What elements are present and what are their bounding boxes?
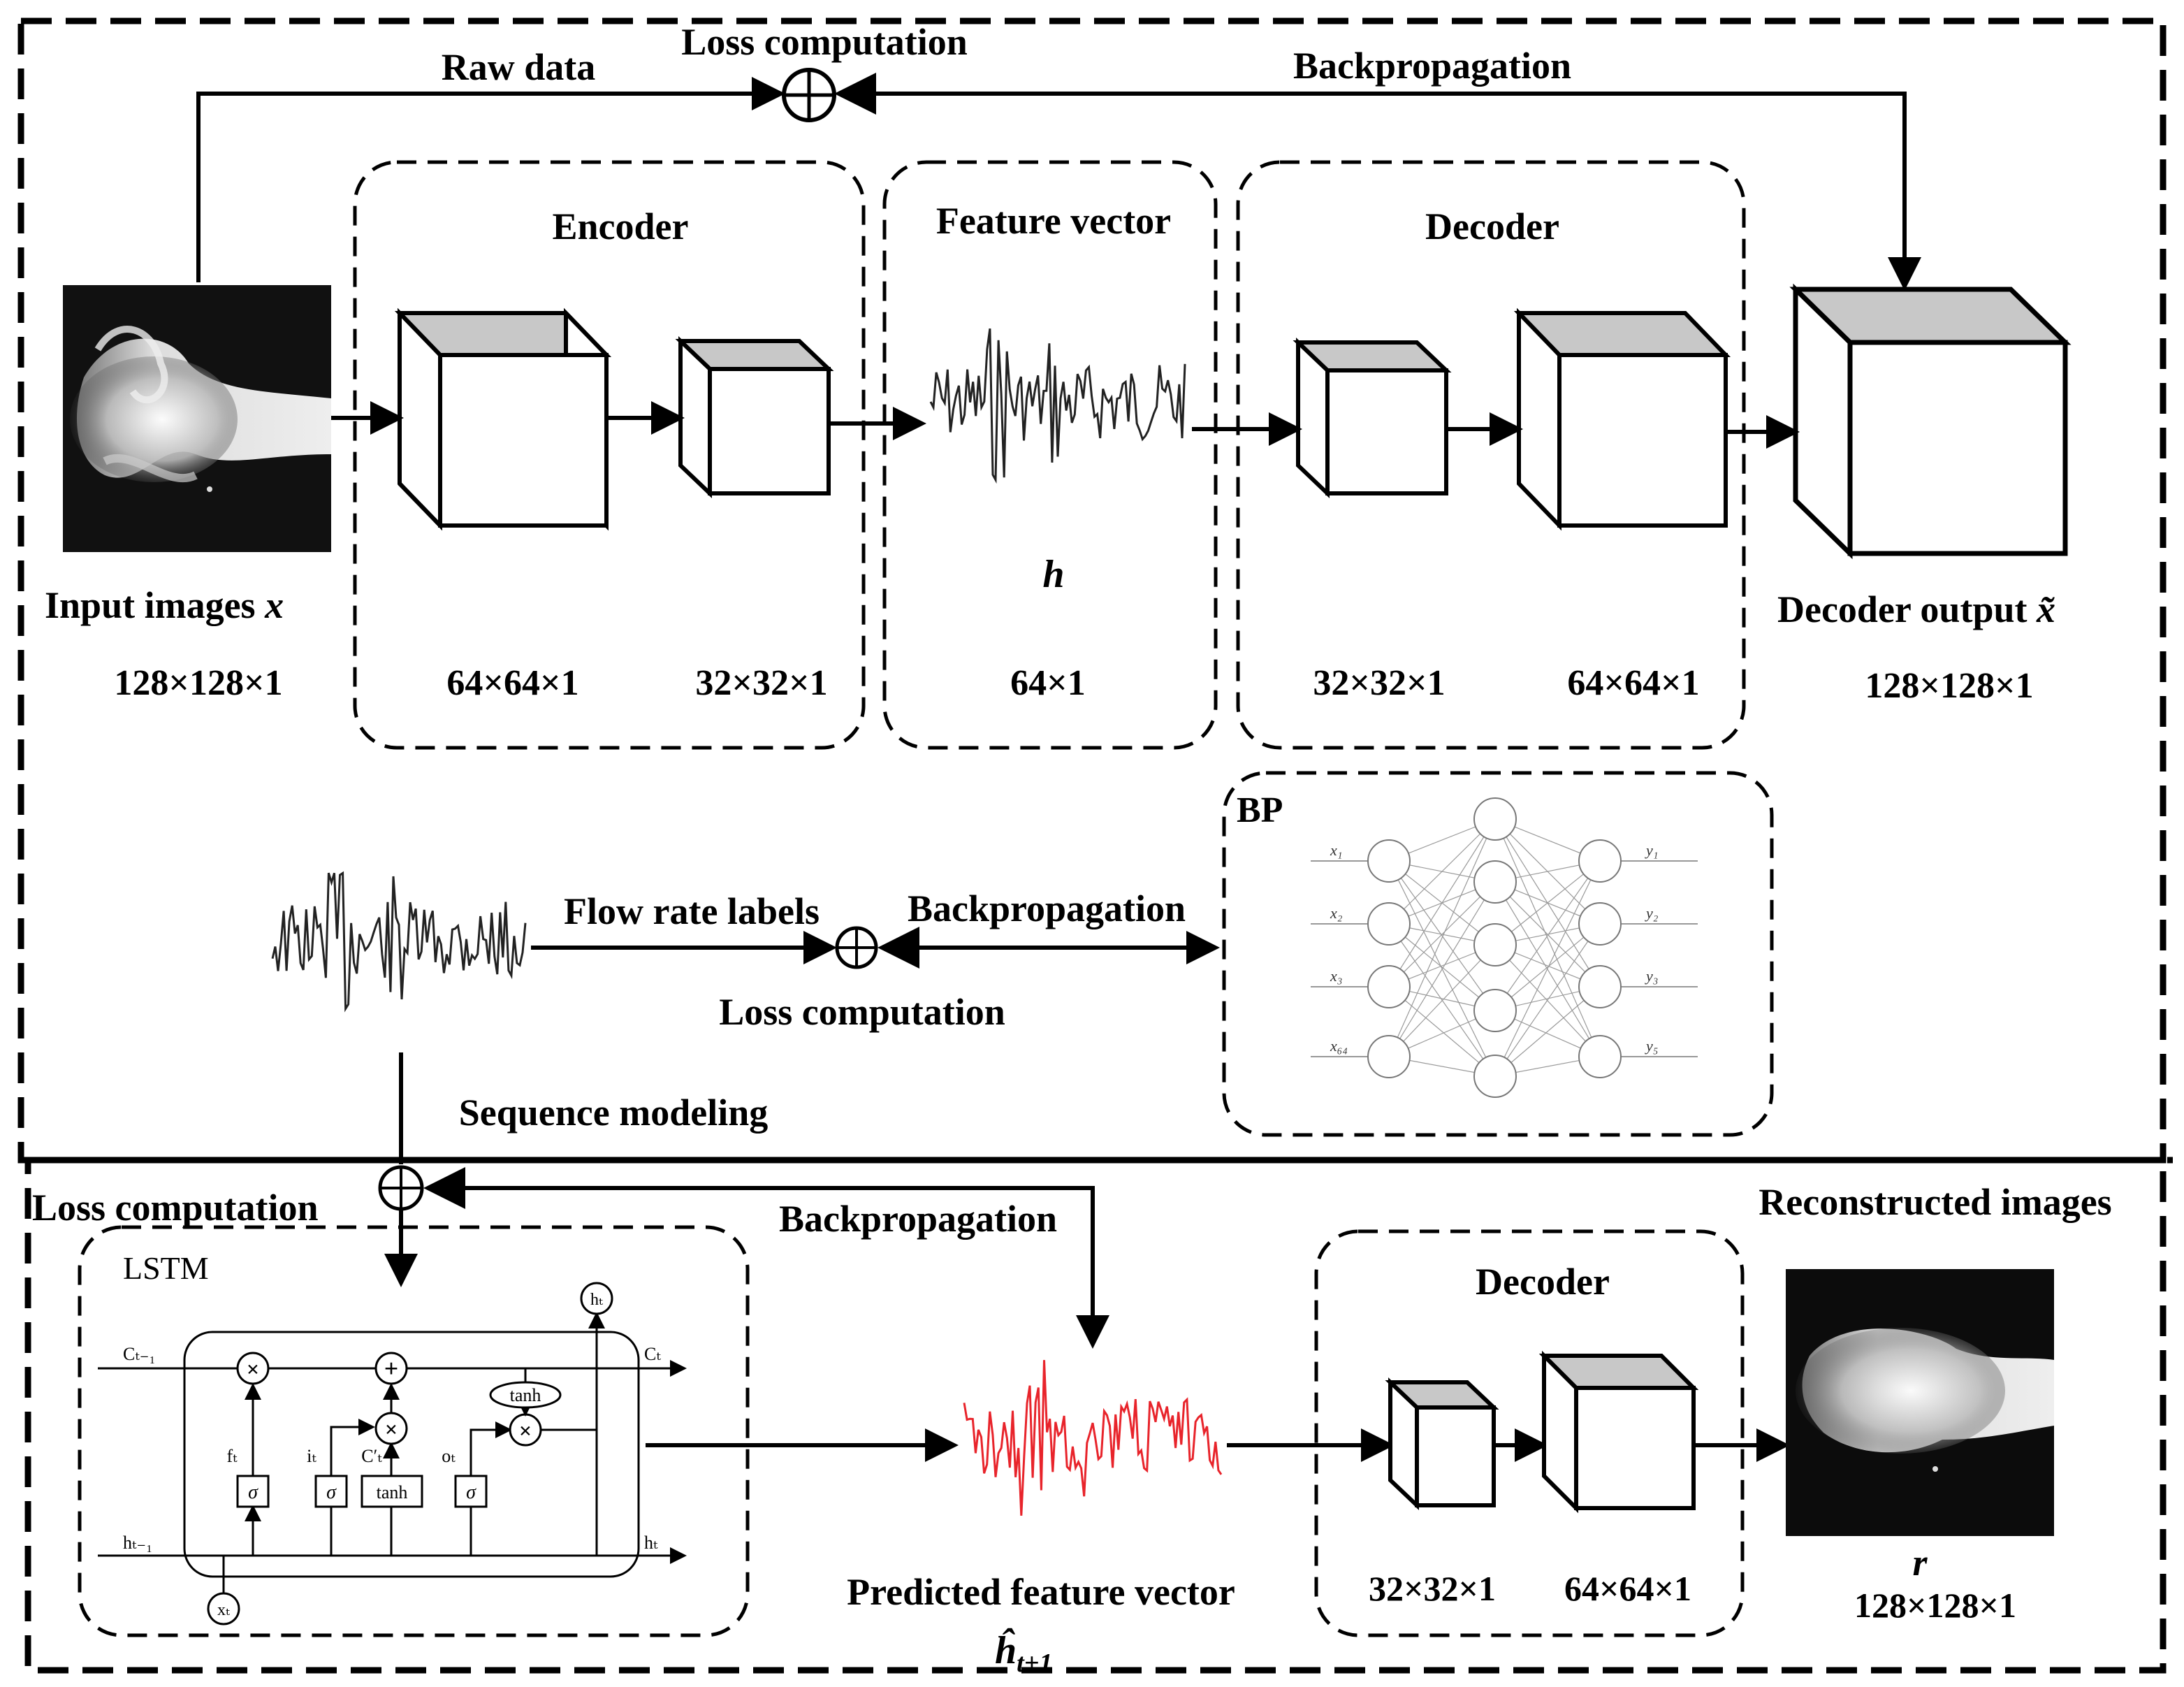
- bp-hidden-node: [1473, 1055, 1517, 1098]
- sequence-modeling-label: Sequence modeling: [459, 1092, 769, 1134]
- plus-cell: +: [384, 1354, 399, 1382]
- h-top-label: hₜ: [590, 1291, 603, 1309]
- lstm-cell: [98, 1282, 687, 1626]
- sigma-i: σ: [326, 1482, 337, 1503]
- bp-input-label: x₆₄: [1330, 1037, 1348, 1055]
- c-cand-label: C′ₜ: [361, 1446, 382, 1466]
- o-t-label: oₜ: [442, 1446, 456, 1466]
- backprop-bottom-label: Backpropagation: [779, 1198, 1057, 1240]
- bp-output-label: y₁: [1645, 841, 1658, 859]
- encoder-box: [353, 160, 866, 750]
- bp-network: x₁ x₂ x₃ x₆₄ y₁ y₂ y₃ y₅: [1311, 797, 1698, 1098]
- bp-input-label: x₁: [1330, 841, 1342, 859]
- bp-hidden-node: [1473, 989, 1517, 1032]
- encoder-dims-1: 64×64×1: [446, 663, 578, 703]
- reconstructed-images-label: Reconstructed images: [1759, 1181, 2111, 1223]
- reconstructed-image: [1786, 1269, 2054, 1536]
- encoder-label: Encoder: [553, 205, 689, 247]
- decoder-dims-2: 64×64×1: [1567, 663, 1699, 703]
- lstm-title: LSTM: [123, 1250, 209, 1286]
- decoder-top-label: Decoder: [1425, 205, 1559, 247]
- mult-input: ×: [385, 1417, 398, 1442]
- h-t-label: hₜ: [644, 1533, 658, 1553]
- bp-output-node: [1578, 839, 1622, 883]
- bp-input-node: [1367, 1035, 1411, 1078]
- encoder-cube-1: [394, 307, 612, 531]
- bottom-decoder-dims-1: 32×32×1: [1369, 1569, 1496, 1608]
- predicted-symbol: ĥt+1: [995, 1628, 1052, 1678]
- outer-top-frame: [17, 17, 2167, 1164]
- decoder-output-dims: 128×128×1: [1865, 666, 2033, 706]
- loss-computation-middle-label: Loss computation: [719, 991, 1005, 1033]
- bp-hidden-node: [1473, 923, 1517, 966]
- predicted-feature-vector-label: Predicted feature vector: [847, 1571, 1235, 1613]
- bp-output-node: [1578, 902, 1622, 946]
- input-dims: 128×128×1: [114, 663, 282, 703]
- input-image: [63, 285, 331, 552]
- feature-vector-box: [882, 160, 1218, 750]
- decoder-cube-2: [1513, 307, 1731, 531]
- bottom-decoder-cube-2: [1538, 1350, 1699, 1514]
- encoder-cube-2: [675, 336, 834, 498]
- flow-rate-labels-label: Flow rate labels: [564, 890, 820, 932]
- x-t-label: xₜ: [217, 1601, 230, 1619]
- decoder-box-bottom: [1314, 1229, 1745, 1637]
- mult-forget: ×: [247, 1356, 259, 1382]
- r-symbol: r: [1912, 1542, 1928, 1584]
- decoder-bottom-label: Decoder: [1476, 1261, 1610, 1303]
- raw-data-label: Raw data: [442, 46, 596, 88]
- c-t-label: Cₜ: [644, 1344, 661, 1364]
- bp-input-label: x₃: [1330, 967, 1342, 985]
- bp-output-node: [1578, 1035, 1622, 1078]
- decoder-cube-1: [1293, 338, 1452, 498]
- tanh-top: tanh: [510, 1385, 541, 1405]
- bp-hidden-node: [1473, 797, 1517, 841]
- feature-dims: 64×1: [1010, 663, 1086, 703]
- decoder-box-top: [1236, 160, 1746, 750]
- decoder-output-label: Decoder output x̃: [1777, 588, 2055, 630]
- loss-computation-top-label: Loss computation: [681, 21, 968, 63]
- bp-input-node: [1367, 965, 1411, 1008]
- encoder-dims-2: 32×32×1: [695, 663, 827, 703]
- bp-output-label: y₃: [1645, 967, 1658, 985]
- feature-vector-label: Feature vector: [936, 200, 1171, 242]
- outer-bottom-frame: [24, 1157, 2167, 1674]
- c-prev-label: Cₜ₋₁: [123, 1344, 156, 1364]
- bp-title: BP: [1237, 790, 1283, 830]
- decoder-output-cube: [1789, 283, 2072, 560]
- backprop-top-label: Backpropagation: [1293, 45, 1571, 87]
- h-prev-label: hₜ₋₁: [123, 1533, 152, 1553]
- decoder-dims-1: 32×32×1: [1313, 663, 1445, 703]
- sigma-o: σ: [466, 1482, 476, 1503]
- f-t-label: fₜ: [226, 1446, 238, 1466]
- raw-data-line: [196, 77, 785, 282]
- input-images-label: Input images x: [45, 584, 284, 626]
- bp-output-node: [1578, 965, 1622, 1008]
- bp-input-node: [1367, 902, 1411, 946]
- backprop-line-top: [834, 73, 1921, 291]
- feature-signal-top: [929, 328, 1186, 484]
- bp-hidden-node: [1473, 860, 1517, 904]
- sigma-f: σ: [248, 1482, 259, 1503]
- h-symbol: h: [1042, 553, 1064, 596]
- backprop-line-bottom: [423, 1167, 1109, 1349]
- predicted-feature-signal: [963, 1360, 1223, 1516]
- flow-rate-signal: [271, 871, 527, 1013]
- bottom-decoder-dims-2: 64×64×1: [1564, 1569, 1691, 1608]
- bp-input-node: [1367, 839, 1411, 883]
- i-t-label: iₜ: [307, 1446, 316, 1466]
- mult-output: ×: [519, 1418, 532, 1443]
- lstm-box: [78, 1225, 750, 1637]
- bp-box: [1222, 771, 1774, 1137]
- backprop-middle-label: Backpropagation: [908, 888, 1186, 929]
- bp-output-label: y₂: [1645, 904, 1659, 922]
- bp-input-label: x₂: [1330, 904, 1343, 922]
- tanh-box: tanh: [377, 1482, 408, 1503]
- loss-computation-bottom-label: Loss computation: [32, 1187, 319, 1229]
- r-dims: 128×128×1: [1854, 1586, 2016, 1625]
- bp-output-label: y₅: [1645, 1037, 1658, 1055]
- bottom-decoder-cube-1: [1385, 1377, 1499, 1510]
